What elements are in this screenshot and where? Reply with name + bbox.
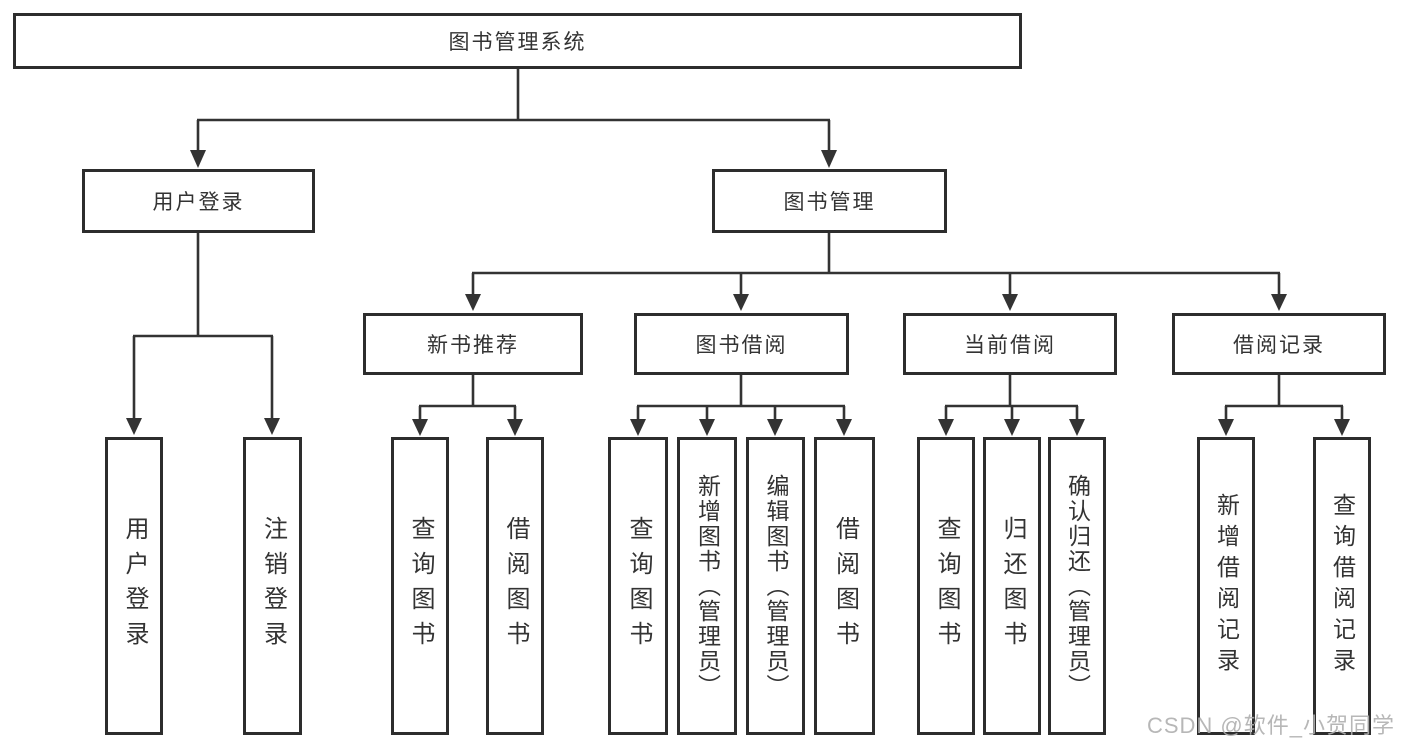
node-library-system: 图书管理系统 <box>13 13 1022 69</box>
node-borrowing-records: 借阅记录 <box>1172 313 1386 375</box>
node-new-book-recommendation: 新书推荐 <box>363 313 583 375</box>
leaf-add-borrow-record: 新增借阅记录 <box>1197 437 1255 735</box>
leaf-edit-book-admin: 编辑图书（管理员） <box>746 437 805 735</box>
leaf-borrow-books: 借阅图书 <box>814 437 875 735</box>
leaf-query-books-recommend: 查询图书 <box>391 437 449 735</box>
leaf-return-book: 归还图书 <box>983 437 1041 735</box>
arrowhead-group <box>126 150 1350 436</box>
leaf-confirm-return-admin: 确认归还（管理员） <box>1048 437 1106 735</box>
leaf-add-book-admin: 新增图书（管理员） <box>677 437 737 735</box>
leaf-query-books-current: 查询图书 <box>917 437 975 735</box>
leaf-user-login: 用户登录 <box>105 437 163 735</box>
leaf-logout: 注销登录 <box>243 437 302 735</box>
leaf-query-books-borrow: 查询图书 <box>608 437 668 735</box>
csdn-watermark: CSDN @软件_小贺同学 <box>1146 713 1395 738</box>
node-book-management: 图书管理 <box>712 169 947 233</box>
leaf-borrow-books-recommend: 借阅图书 <box>486 437 544 735</box>
node-user-login: 用户登录 <box>82 169 315 233</box>
node-current-borrowing: 当前借阅 <box>903 313 1117 375</box>
leaf-query-borrow-record: 查询借阅记录 <box>1313 437 1371 735</box>
node-book-borrowing: 图书借阅 <box>634 313 849 375</box>
